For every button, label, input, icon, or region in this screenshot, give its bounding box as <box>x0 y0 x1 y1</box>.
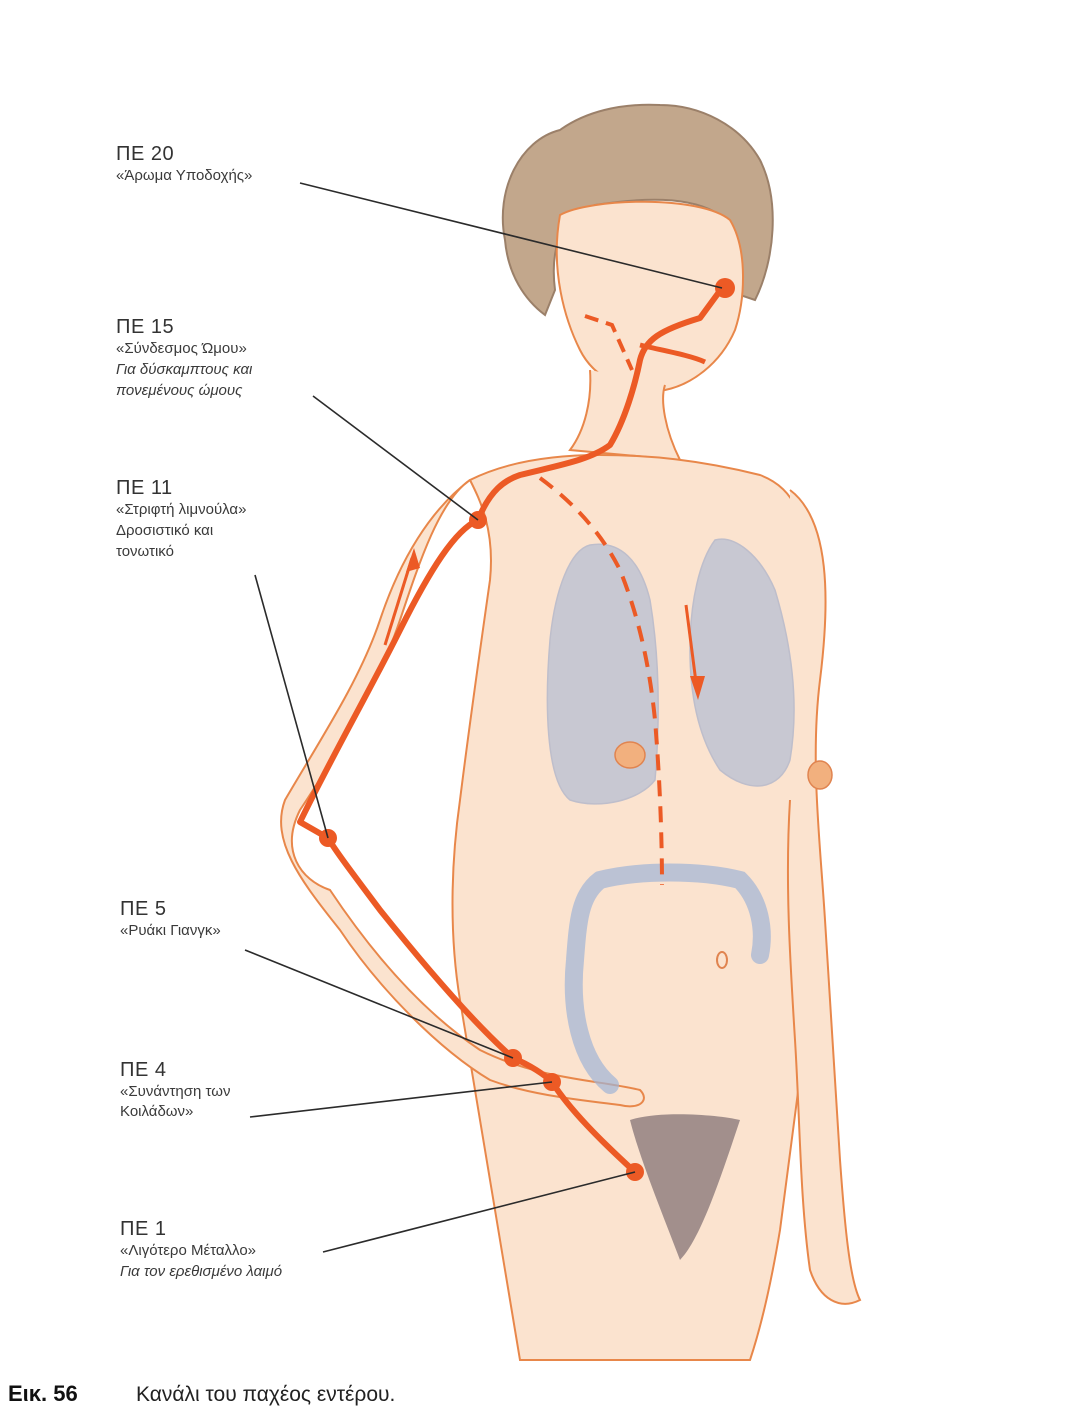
leader-line-pe15 <box>313 396 478 520</box>
point-code: ΠΕ 15 <box>116 315 252 339</box>
label-pe5: ΠΕ 5 «Ρυάκι Γιανγκ» <box>120 897 221 941</box>
label-pe11: ΠΕ 11 «Στριφτή λιμνούλα» Δροσιστικό και … <box>116 476 246 562</box>
point-code: ΠΕ 1 <box>120 1217 282 1241</box>
point-name: «Ρυάκι Γιανγκ» <box>120 921 221 941</box>
point-note: πονεμένους ώμους <box>116 380 252 401</box>
point-name: «Συνάντηση των <box>120 1082 230 1102</box>
right-breast <box>808 761 832 789</box>
left-lung-organ <box>547 544 658 804</box>
label-pe15: ΠΕ 15 «Σύνδεσμος Ώμου» Για δύσκαμπτους κ… <box>116 315 252 401</box>
label-pe4: ΠΕ 4 «Συνάντηση των Κοιλάδων» <box>120 1058 230 1122</box>
caption-text: Κανάλι του παχέος εντέρου. <box>136 1383 395 1407</box>
point-description: Δροσιστικό και <box>116 520 246 541</box>
point-code: ΠΕ 20 <box>116 142 252 166</box>
label-pe20: ΠΕ 20 «Άρωμα Υποδοχής» <box>116 142 252 186</box>
point-code: ΠΕ 4 <box>120 1058 230 1082</box>
point-note: Για τον ερεθισμένο λαιμό <box>120 1261 282 1282</box>
figure-number: Εικ. 56 <box>8 1381 78 1407</box>
point-name: «Λιγότερο Μέταλλο» <box>120 1241 282 1261</box>
point-description: τονωτικό <box>116 541 246 562</box>
left-breast <box>615 742 645 768</box>
point-name: «Σύνδεσμος Ώμου» <box>116 339 252 359</box>
point-name: «Στριφτή λιμνούλα» <box>116 500 246 520</box>
right-arm <box>788 490 860 1304</box>
point-pe20-marker <box>715 278 735 298</box>
point-name: Κοιλάδων» <box>120 1102 230 1122</box>
point-code: ΠΕ 5 <box>120 897 221 921</box>
label-pe1: ΠΕ 1 «Λιγότερο Μέταλλο» Για τον ερεθισμέ… <box>120 1217 282 1282</box>
point-note: Για δύσκαμπτους και <box>116 359 252 380</box>
figure-caption: Εικ. 56 Κανάλι του παχέος εντέρου. <box>8 1378 1078 1412</box>
point-code: ΠΕ 11 <box>116 476 246 500</box>
point-name: «Άρωμα Υποδοχής» <box>116 166 252 186</box>
